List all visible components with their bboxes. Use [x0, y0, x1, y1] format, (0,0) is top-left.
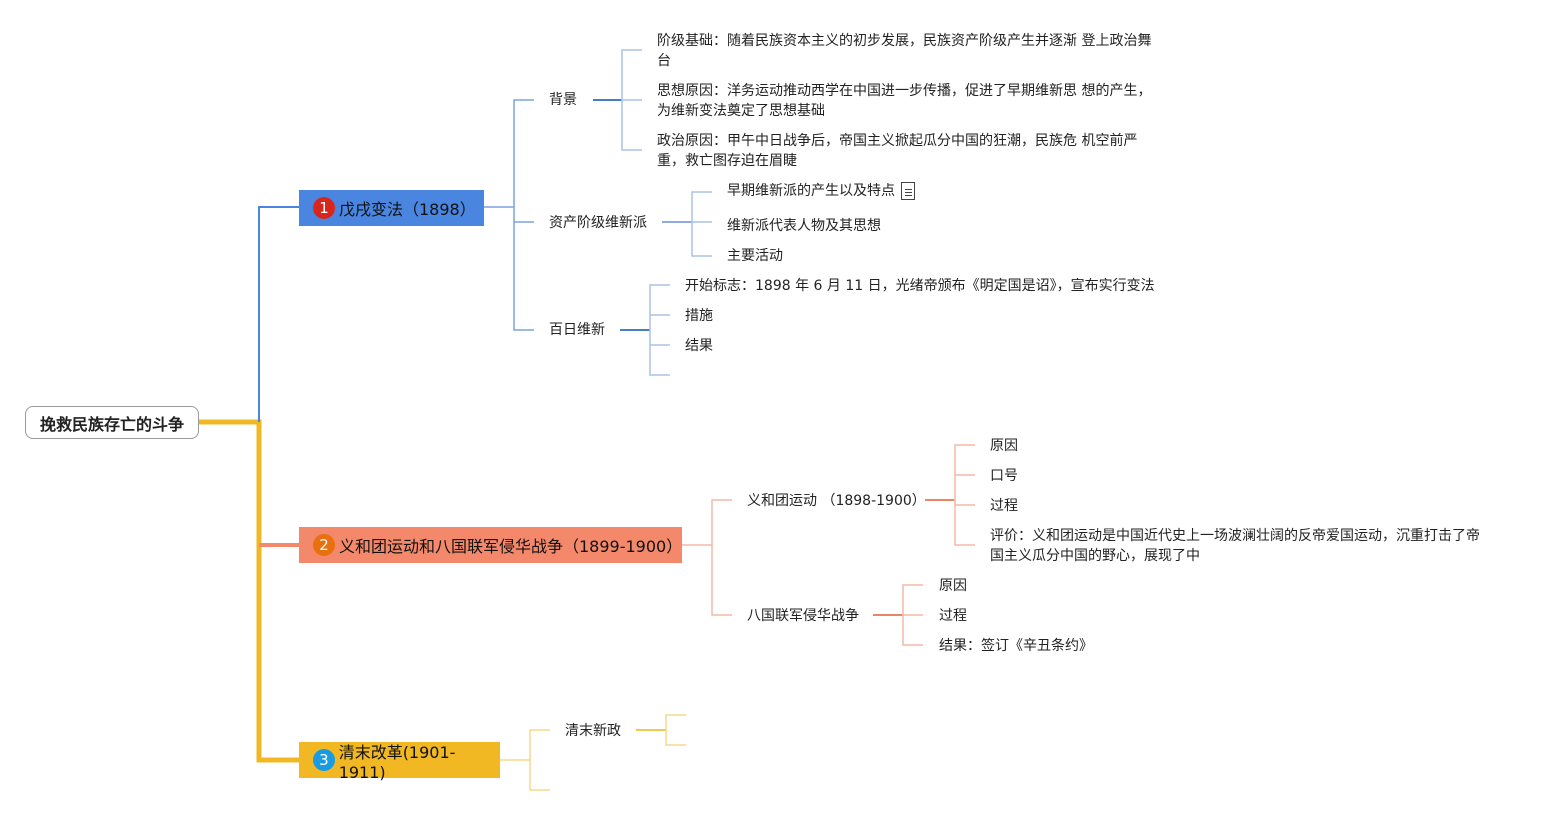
- topic-new-policies[interactable]: 清末新政: [565, 723, 621, 739]
- leaf-topic[interactable]: 结果: [685, 338, 713, 354]
- leaf-topic[interactable]: 口号: [990, 468, 1018, 484]
- branch-label: 清末改革(1901-1911): [338, 742, 456, 782]
- leaf-topic[interactable]: 措施: [685, 308, 713, 324]
- root-label: 挽救民族存亡的斗争: [39, 414, 184, 434]
- number-badge-icon: 2: [313, 534, 335, 556]
- leaf-topic[interactable]: 政治原因：甲午中日战争后，帝国主义掀起瓜分中国的狂潮，民族危 机空前严重，救亡图…: [657, 133, 1138, 169]
- branch-node-wuxu-reform[interactable]: 1 戊戌变法（1898）: [299, 190, 484, 226]
- leaf-topic[interactable]: 早期维新派的产生以及特点: [727, 181, 915, 201]
- leaf-topic[interactable]: 评价：义和团运动是中国近代史上一场波澜壮阔的反帝爱国运动，沉重打击了帝国主义瓜分…: [990, 528, 1480, 564]
- topic-hundred-days-reform[interactable]: 百日维新: [549, 322, 605, 338]
- topic-boxer-movement[interactable]: 义和团运动 （1898-1900）: [747, 493, 926, 509]
- leaf-topic[interactable]: 开始标志：1898 年 6 月 11 日，光绪帝颁布《明定国是诏》，宣布实行变法: [685, 278, 1155, 294]
- topic-reformists[interactable]: 资产阶级维新派: [549, 215, 647, 231]
- number-badge-icon: 1: [313, 197, 335, 219]
- leaf-topic[interactable]: 原因: [990, 438, 1018, 454]
- branch-label: 戊戌变法（1898）: [339, 200, 476, 219]
- leaf-topic[interactable]: 维新派代表人物及其思想: [727, 218, 881, 234]
- leaf-topic[interactable]: 过程: [990, 498, 1018, 514]
- branch-node-late-qing-reform[interactable]: 3 清末改革(1901-1911): [299, 742, 500, 782]
- branch-node-boxer-eight-nation[interactable]: 2 义和团运动和八国联军侵华战争（1899-1900）: [299, 527, 682, 563]
- branch-label: 义和团运动和八国联军侵华战争（1899-1900）: [338, 537, 683, 556]
- leaf-topic[interactable]: 阶级基础：随着民族资本主义的初步发展，民族资产阶级产生并逐渐 登上政治舞台: [657, 33, 1152, 69]
- leaf-topic[interactable]: 原因: [939, 578, 967, 594]
- leaf-topic[interactable]: 思想原因：洋务运动推动西学在中国进一步传播，促进了早期维新思 想的产生，为维新变…: [657, 83, 1152, 119]
- leaf-topic[interactable]: 主要活动: [727, 248, 783, 264]
- document-icon[interactable]: [901, 182, 915, 200]
- leaf-topic[interactable]: 过程: [939, 608, 967, 624]
- root-node[interactable]: 挽救民族存亡的斗争: [25, 406, 199, 439]
- topic-background[interactable]: 背景: [549, 92, 577, 108]
- leaf-label: 早期维新派的产生以及特点: [727, 183, 895, 199]
- topic-eight-nation-invasion[interactable]: 八国联军侵华战争: [747, 608, 859, 624]
- leaf-topic[interactable]: 结果：签订《辛丑条约》: [939, 638, 1093, 654]
- number-badge-icon: 3: [313, 749, 335, 771]
